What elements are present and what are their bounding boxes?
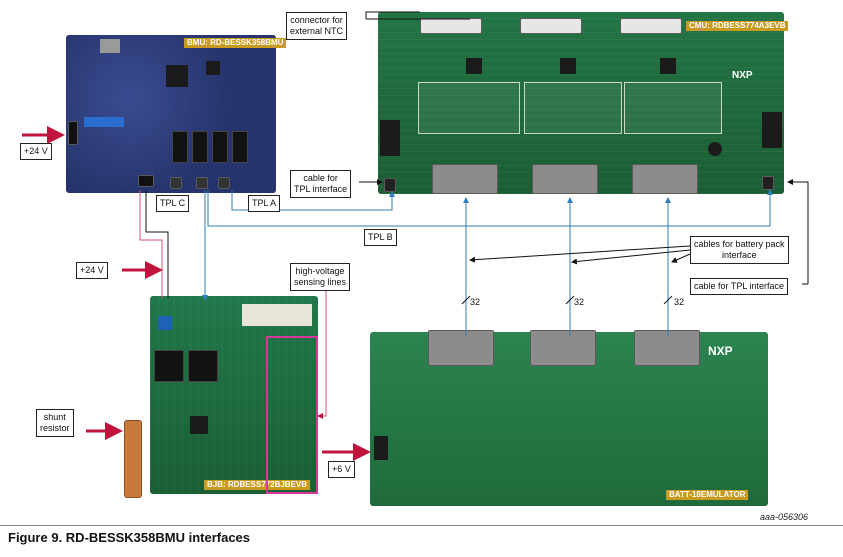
bjb-shunt-relay	[242, 304, 312, 326]
bmu-relay	[232, 131, 248, 163]
bjb-board-label: BJB: RDBESS772BJBEVB	[204, 480, 311, 490]
bus-count-label: 32	[470, 297, 481, 307]
callout-tpl-a: TPL A	[248, 195, 281, 212]
bmu-board: BMU: RD-BESSK358BMU	[66, 35, 287, 193]
bus-slash-mark	[565, 295, 575, 305]
bmu-tpl-a-connector	[218, 177, 230, 189]
bus-slash-mark	[663, 295, 673, 305]
tpl-a-line	[231, 190, 395, 211]
cmu-capacitor	[708, 142, 722, 156]
callout-line: shunt	[43, 412, 66, 422]
cmu-resistor-array	[418, 82, 520, 134]
cmu-battery-connector	[532, 164, 598, 194]
bmu-relay	[172, 131, 188, 163]
leader-cables-battery	[571, 249, 691, 265]
bjb-connector-blue	[158, 316, 172, 330]
cmu-resistor-array	[624, 82, 722, 134]
callout-tpl-c: TPL C	[156, 195, 190, 212]
bus-slash-mark	[461, 295, 471, 305]
bmu-chip	[206, 61, 220, 75]
batt-logo: NXP	[708, 344, 733, 358]
bmu-tpl-connector	[170, 177, 182, 189]
leader-cable-tpl-right	[787, 179, 809, 284]
tpl-b-line	[207, 189, 773, 227]
callout-tpl-b: TPL B	[364, 229, 397, 246]
bmu-tpl-c-connector	[138, 175, 154, 187]
callout-plus24-mid: +24 V	[76, 262, 108, 279]
bjb-relay	[154, 350, 184, 382]
batt-power-jack	[374, 436, 388, 460]
callout-line: high-voltage	[295, 266, 345, 276]
callout-hv-lines: high-voltage sensing lines	[290, 263, 351, 291]
figure-caption: Figure 9. RD-BESSK358BMU interfaces	[8, 530, 251, 545]
leader-connector-ntc	[365, 11, 420, 19]
callout-line: TPL interface	[294, 184, 348, 194]
callout-connector-ntc: connector for external NTC	[286, 12, 348, 40]
bmu-relay	[212, 131, 228, 163]
callout-line: resistor	[40, 423, 70, 433]
leader-cables-battery	[671, 253, 691, 263]
callout-line: interface	[722, 250, 757, 260]
leader-cables-battery	[469, 245, 691, 263]
cmu-afe-chip	[660, 58, 676, 74]
callout-cables-battery: cables for battery pack interface	[690, 236, 789, 264]
callout-cable-tpl-right: cable for TPL interface	[690, 278, 789, 295]
cmu-ntc-connector	[520, 18, 582, 34]
callout-line: cable for	[303, 173, 338, 183]
callout-plus24-top: +24 V	[20, 143, 52, 160]
figure-id: aaa-056306	[760, 512, 809, 522]
cmu-afe-chip	[560, 58, 576, 74]
batt-connector	[634, 330, 700, 366]
cmu-afe-chip	[466, 58, 482, 74]
callout-line: external NTC	[290, 26, 344, 36]
leader-hv-lines	[317, 287, 327, 419]
caption-divider	[0, 525, 843, 526]
callout-cable-tpl-left: cable for TPL interface	[290, 170, 352, 198]
shunt-resistor	[124, 420, 142, 498]
bmu-mcu-chip	[166, 65, 188, 87]
batt-connector	[530, 330, 596, 366]
callout-plus6: +6 V	[328, 461, 355, 478]
bmu-connector-blue	[84, 117, 124, 127]
cmu-logo: NXP	[732, 70, 753, 81]
cmu-ntc-connector	[620, 18, 682, 34]
bmu-ethernet-port	[100, 39, 120, 53]
bmu-board-label: BMU: RD-BESSK358BMU	[184, 38, 287, 48]
cmu-transformer	[762, 112, 782, 148]
callout-line: connector for	[290, 15, 343, 25]
bjb-board: BJB: RDBESS772BJBEVB	[150, 296, 318, 494]
batt-connector	[428, 330, 494, 366]
callout-shunt: shunt resistor	[36, 409, 74, 437]
bmu-relay	[192, 131, 208, 163]
bmu-tpl-connector	[196, 177, 208, 189]
callout-line: cables for battery pack	[694, 239, 785, 249]
cmu-resistor-array	[524, 82, 622, 134]
battery-board-label: BATT-18EMULATOR	[666, 490, 749, 500]
cmu-battery-connector	[632, 164, 698, 194]
power-line-return	[145, 190, 169, 298]
bjb-relay	[188, 350, 218, 382]
cmu-transformer	[380, 120, 400, 156]
cmu-board-label: CMU: RDBESS774A3EVB	[686, 21, 789, 31]
bjb-chip	[190, 416, 208, 434]
battery-emulator-board: BATT-18EMULATOR NXP	[370, 330, 768, 506]
bus-count-label: 32	[674, 297, 685, 307]
bus-count-label: 32	[574, 297, 585, 307]
cmu-board: CMU: RDBESS774A3EVB NXP	[378, 12, 789, 194]
cmu-battery-connector	[432, 164, 498, 194]
callout-line: sensing lines	[294, 277, 347, 287]
bmu-power-connector	[68, 121, 78, 145]
